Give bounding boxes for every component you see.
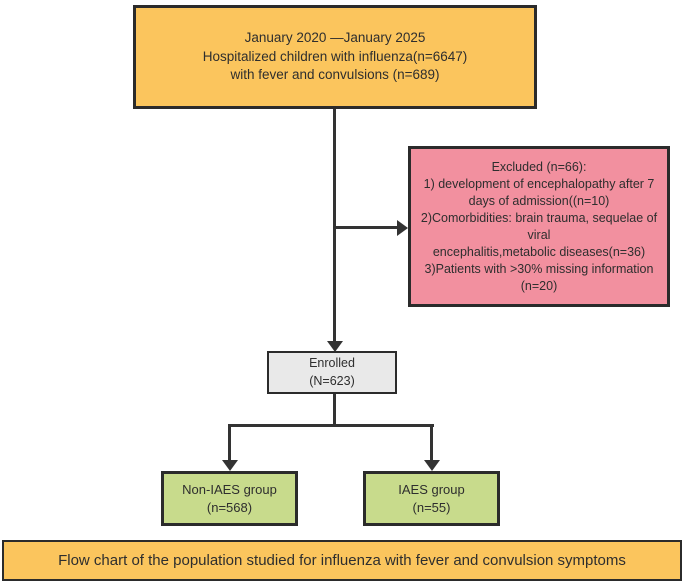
connector-enrollment-to-enrolled (333, 109, 336, 342)
enrolled-line-1: Enrolled (309, 356, 355, 371)
connector-to-excluded (333, 226, 397, 229)
excluded-line-3: days of admission((n=10) (468, 193, 610, 208)
branch-horizontal-line (228, 424, 434, 427)
enrollment-line-2: Hospitalized children with influenza(n=6… (202, 48, 468, 64)
arrowhead-right-excluded-icon (397, 219, 408, 236)
enrolled-line-2: (N=623) (309, 373, 355, 388)
excluded-line-4: 2)Comorbidities: brain trauma, sequelae … (420, 210, 658, 225)
excluded-line-8: (n=20) (520, 278, 558, 293)
excluded-line-1: Excluded (n=66): (491, 159, 587, 174)
enrollment-line-3: with fever and convulsions (n=689) (230, 67, 440, 83)
excluded-line-5: viral (527, 227, 551, 242)
arrowhead-down-iaes-icon (423, 460, 440, 471)
iaes-line-2: (n=55) (412, 499, 451, 515)
connector-enrolled-to-branch (333, 394, 336, 426)
excluded-box: Excluded (n=66): 1) development of encep… (408, 146, 670, 307)
excluded-line-2: 1) development of encephalopathy after 7 (423, 176, 655, 191)
arrowhead-down-non-iaes-icon (221, 460, 238, 471)
enrolled-box: Enrolled (N=623) (267, 351, 397, 394)
caption-banner: Flow chart of the population studied for… (2, 540, 682, 581)
arrowhead-down-enrolled-icon (326, 341, 343, 352)
connector-branch-to-non-iaes (228, 424, 231, 461)
excluded-line-6: encephalitis,metabolic diseases(n=36) (432, 244, 646, 259)
excluded-line-7: 3)Patients with >30% missing information (424, 261, 654, 276)
enrollment-box: January 2020 —January 2025 Hospitalized … (133, 5, 537, 109)
non-iaes-line-1: Non-IAES group (182, 481, 277, 497)
enrollment-line-1: January 2020 —January 2025 (244, 30, 426, 46)
non-iaes-line-2: (n=568) (206, 499, 253, 515)
iaes-line-1: IAES group (398, 481, 465, 497)
iaes-group-box: IAES group (n=55) (363, 471, 500, 526)
non-iaes-group-box: Non-IAES group (n=568) (161, 471, 298, 526)
connector-branch-to-iaes (430, 424, 433, 461)
